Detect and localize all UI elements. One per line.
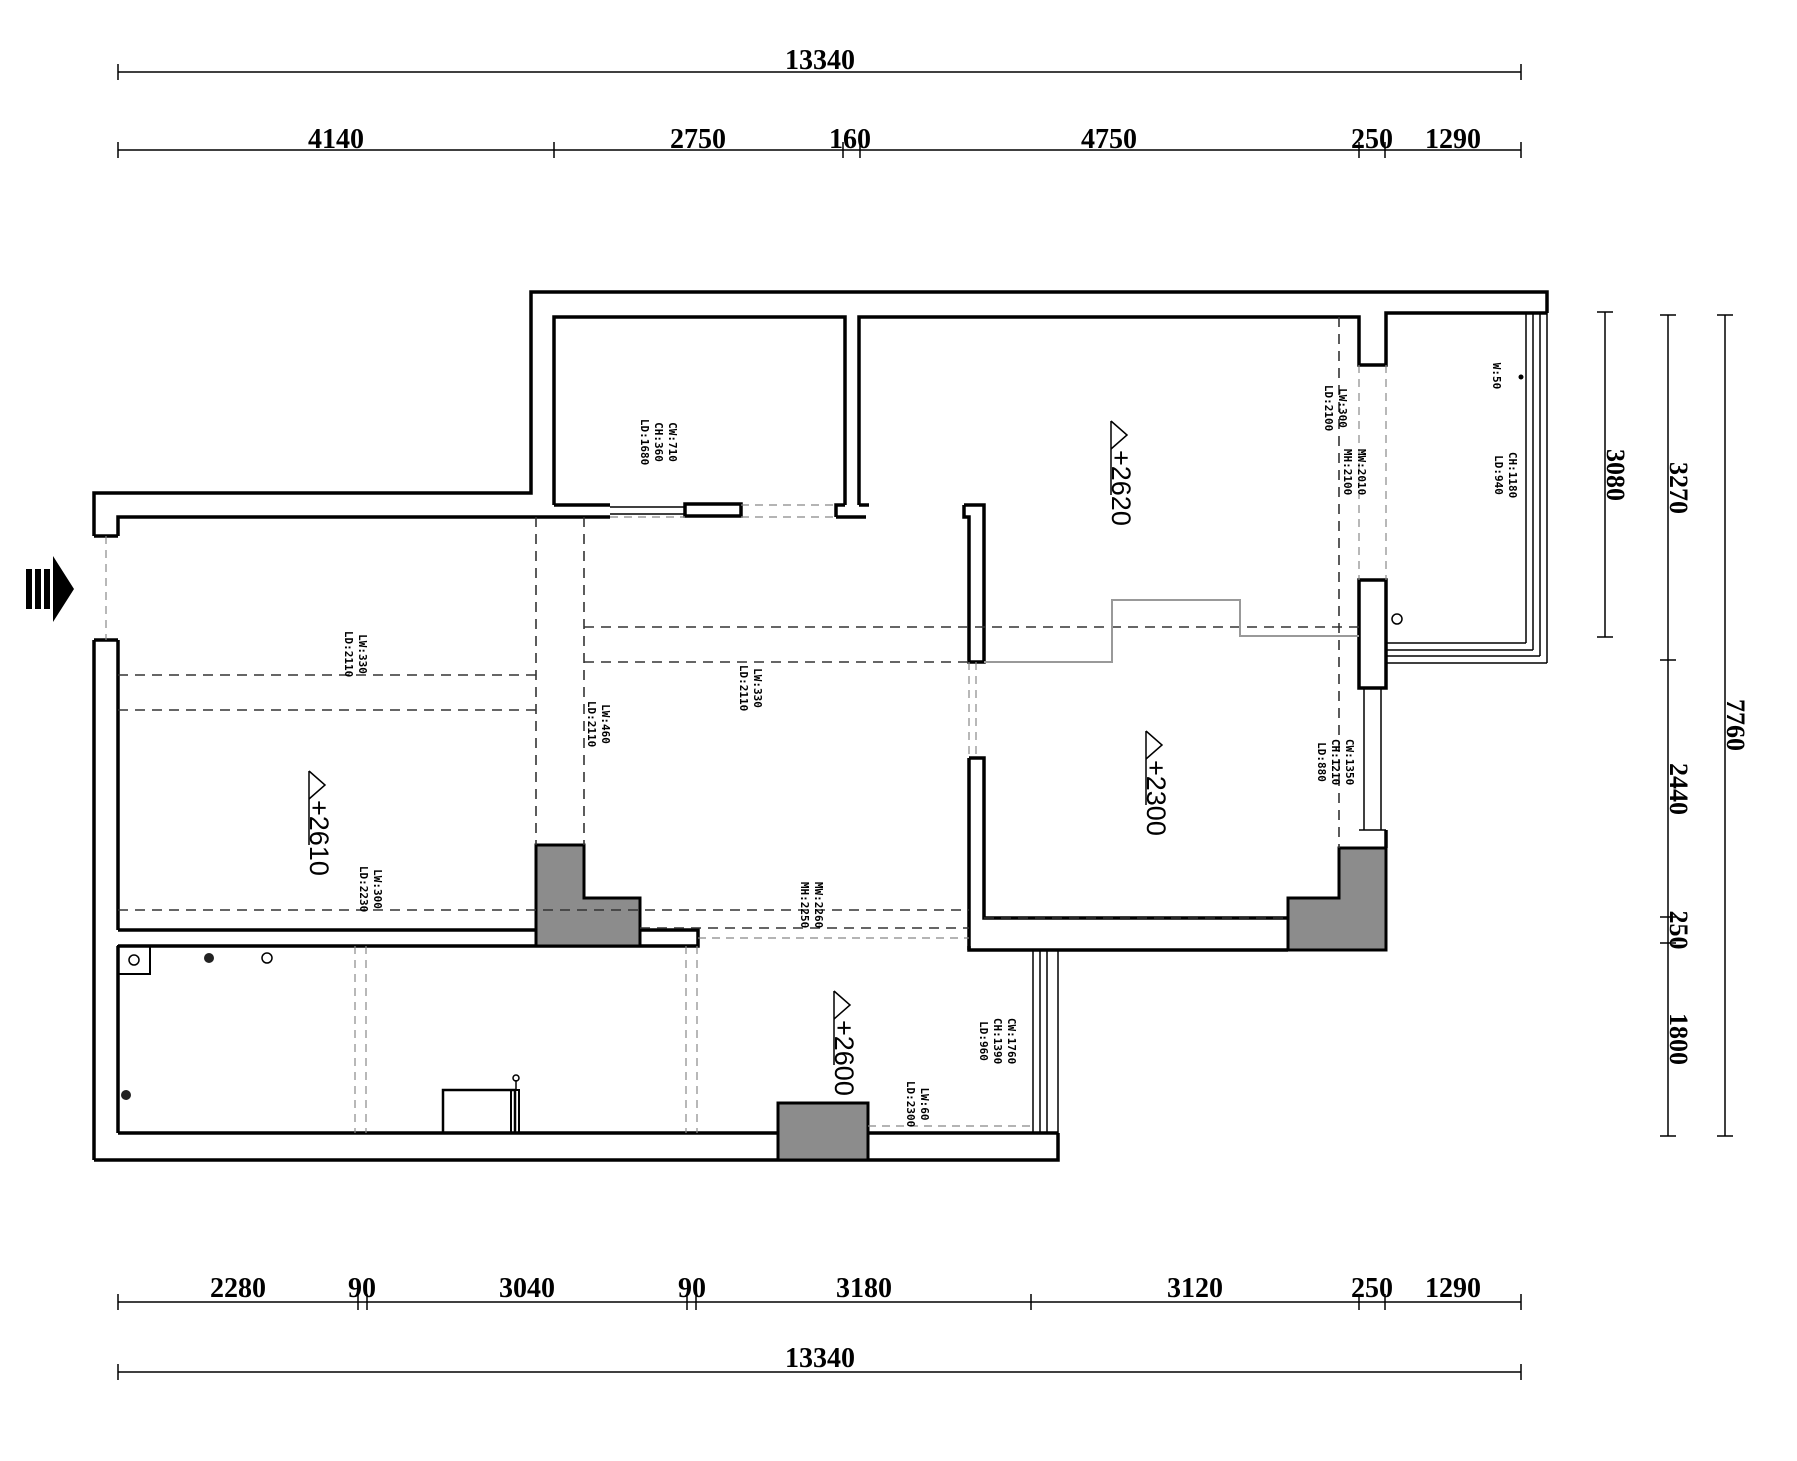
bottom-dim-2: 90 <box>348 1273 376 1304</box>
note-beam-corridor: MW:2260 MH:2250 <box>798 882 825 928</box>
bottom-dim-4: 90 <box>678 1273 706 1304</box>
drain-icon <box>128 954 140 966</box>
drain-icon <box>1391 613 1403 625</box>
bottom-dim-8: 1290 <box>1425 1273 1481 1304</box>
elevation-marker-bedroom-e: +2300 <box>1141 730 1171 836</box>
svg-text:LW:300: LW:300 <box>371 869 384 909</box>
svg-text:MW:2260: MW:2260 <box>812 882 825 928</box>
svg-text:LW:330: LW:330 <box>356 634 369 674</box>
svg-text:CH:360: CH:360 <box>652 422 665 462</box>
right-dimension-chain: 3270 2440 250 1800 <box>1660 314 1693 1137</box>
svg-text:LW:460: LW:460 <box>599 704 612 744</box>
note-beam-ne-a: LW:300 LD:2100 <box>1322 385 1349 431</box>
svg-text:LD:1680: LD:1680 <box>638 419 651 465</box>
drain-icon <box>261 952 273 964</box>
fixtures <box>117 374 1524 1135</box>
level-change-line <box>984 599 1359 663</box>
note-beam-ne-b: MW:2010 MH:2100 <box>1341 449 1368 495</box>
right-dim-4: 1800 <box>1664 1013 1693 1065</box>
bottom-dim-3: 3040 <box>499 1273 555 1304</box>
svg-text:CH:1180: CH:1180 <box>1506 452 1519 498</box>
top-dim-2: 2750 <box>670 124 726 155</box>
svg-text:W:50: W:50 <box>1490 363 1503 390</box>
faucet-icon <box>512 1074 520 1082</box>
walls <box>92 290 1549 1162</box>
svg-text:LD:2100: LD:2100 <box>1322 385 1335 431</box>
right-dim-2: 2440 <box>1664 763 1693 815</box>
elevation-marker-bedroom-ne: +2620 <box>1106 420 1136 526</box>
svg-text:LW:330: LW:330 <box>751 668 764 708</box>
note-window-south: CW:1760 CH:1390 LD:960 <box>977 1018 1018 1064</box>
top-dim-6: 1290 <box>1425 124 1481 155</box>
svg-text:MW:2010: MW:2010 <box>1355 449 1368 495</box>
elevation-south: +2600 <box>829 1020 859 1096</box>
elevation-bedroom-ne: +2620 <box>1106 450 1136 526</box>
bottom-total-label: 13340 <box>785 1343 855 1374</box>
note-beam-living-low: LW:300 LD:2230 <box>357 866 384 912</box>
elevation-marker-living: +2610 <box>304 770 334 876</box>
top-dimension-total: 13340 <box>117 45 1522 80</box>
drain-icon <box>121 1090 131 1100</box>
elevation-living: +2610 <box>304 800 334 876</box>
column-east <box>1286 846 1388 952</box>
elevation-marker-south: +2600 <box>829 990 859 1096</box>
svg-text:MH:2100: MH:2100 <box>1341 449 1354 495</box>
bottom-dim-7: 250 <box>1351 1273 1393 1304</box>
note-window-north: CW:710 CH:360 LD:1680 <box>638 419 679 465</box>
svg-text:LW:60: LW:60 <box>918 1087 931 1120</box>
right-inner-label: 3080 <box>1601 449 1630 501</box>
svg-text:CH:1390: CH:1390 <box>991 1018 1004 1064</box>
svg-text:LW:300: LW:300 <box>1336 388 1349 428</box>
note-beam-col: LW:460 LD:2110 <box>585 701 612 747</box>
svg-text:LD:2230: LD:2230 <box>357 866 370 912</box>
right-dimension-total: 7760 <box>1717 314 1750 1137</box>
svg-text:LD:940: LD:940 <box>1492 455 1505 495</box>
svg-text:CW:1760: CW:1760 <box>1005 1018 1018 1064</box>
bottom-dimension-total: 13340 <box>117 1343 1522 1380</box>
bottom-dim-1: 2280 <box>210 1273 266 1304</box>
entrance-arrow-icon <box>26 556 74 622</box>
bottom-dimension-chain: 2280 90 3040 90 3180 3120 250 1290 <box>117 1273 1522 1310</box>
column-living <box>534 843 642 948</box>
svg-text:LD:880: LD:880 <box>1315 742 1328 782</box>
note-beam-center: LW:330 LD:2110 <box>737 665 764 711</box>
svg-text:LD:2300: LD:2300 <box>904 1081 917 1127</box>
right-dim-1: 3270 <box>1664 462 1693 514</box>
right-dimension-inner: 3080 <box>1597 311 1630 638</box>
bottom-dim-5: 3180 <box>836 1273 892 1304</box>
beam-lines <box>118 317 1359 1133</box>
note-window-east: CW:1350 CH:1210 LD:880 <box>1315 739 1356 785</box>
top-dim-3: 160 <box>829 124 871 155</box>
bottom-dim-6: 3120 <box>1167 1273 1223 1304</box>
svg-text:LD:2110: LD:2110 <box>342 631 355 677</box>
top-total-label: 13340 <box>785 45 855 76</box>
right-total-label: 7760 <box>1721 699 1750 751</box>
note-beam-living: LW:330 LD:2110 <box>342 631 369 677</box>
top-dimension-chain: 4140 2750 160 4750 250 1290 <box>117 124 1522 158</box>
drain-icon <box>204 953 214 963</box>
top-dim-1: 4140 <box>308 124 364 155</box>
svg-text:CW:710: CW:710 <box>666 422 679 462</box>
svg-text:LD:2110: LD:2110 <box>737 665 750 711</box>
svg-text:MH:2250: MH:2250 <box>798 882 811 928</box>
svg-text:CW:1350: CW:1350 <box>1343 739 1356 785</box>
elevation-bedroom-e: +2300 <box>1141 760 1171 836</box>
right-dim-3: 250 <box>1664 911 1693 950</box>
note-balcony-small: W:50 <box>1490 363 1503 390</box>
note-balcony-window: CH:1180 LD:940 <box>1492 452 1519 498</box>
svg-text:LD:2110: LD:2110 <box>585 701 598 747</box>
sink-icon <box>441 1088 517 1135</box>
note-beam-south: LW:60 LD:2300 <box>904 1081 931 1127</box>
svg-text:CH:1210: CH:1210 <box>1329 739 1342 785</box>
columns <box>534 843 1388 1162</box>
top-dim-5: 250 <box>1351 124 1393 155</box>
column-south <box>776 1101 870 1162</box>
svg-text:LD:960: LD:960 <box>977 1021 990 1061</box>
top-dim-4: 4750 <box>1081 124 1137 155</box>
